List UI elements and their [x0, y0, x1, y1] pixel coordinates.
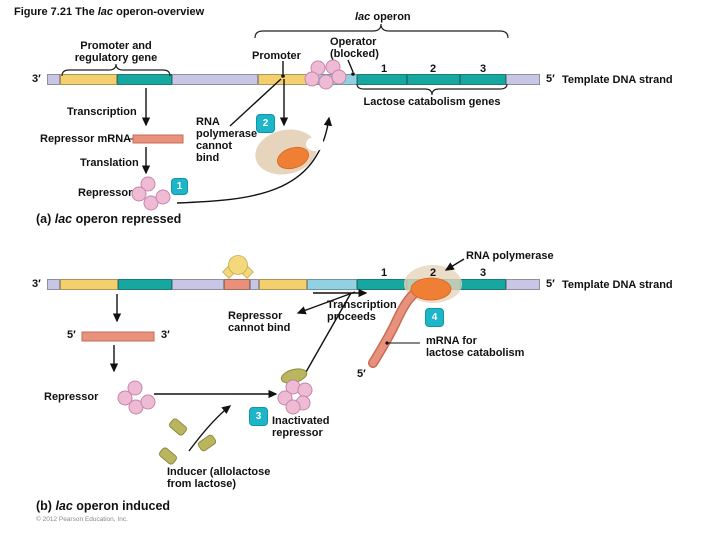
- promoter-dot-a: [281, 74, 285, 78]
- dna-segment-teal: [118, 279, 172, 290]
- rna-polymerase-b-core: [410, 277, 452, 301]
- figure-title: Figure 7.21 The lac operon-overview: [14, 6, 205, 18]
- activator-protein: [222, 255, 254, 279]
- brace-lactose-genes: [356, 83, 508, 96]
- mrna-dot-b: [385, 341, 389, 345]
- gene-3-label-b: 3: [479, 267, 487, 279]
- dna-segment-teal: [117, 74, 172, 85]
- dna-segment-yellow: [60, 279, 118, 290]
- dna-strand-b: [0, 279, 720, 290]
- rna-polymerase-a: [255, 129, 324, 175]
- dna-segment-teal: [407, 74, 460, 85]
- step-3-badge: 3: [249, 407, 268, 426]
- repressor-cannot-bind-arrow: [296, 291, 356, 315]
- repressor-mrna-label: Repressor mRNA: [40, 133, 132, 145]
- dna-segment-teal: [357, 74, 407, 85]
- gene-1-label-b: 1: [380, 267, 388, 279]
- strand-a-5prime: 5′: [546, 73, 555, 85]
- inducer-label: Inducer (allolactose from lactose): [167, 466, 271, 490]
- lac-operon-label: lac operon: [355, 11, 411, 23]
- dna-segment-lavender: [506, 279, 540, 290]
- inducer-molecules: [159, 418, 217, 465]
- pol-cannot-bind-label: RNA polymerase cannot bind: [196, 116, 258, 164]
- transcription-proceeds-label: Transcription proceeds: [327, 299, 397, 323]
- strand-a-3prime: 3′: [32, 73, 41, 85]
- template-strand-label-b: Template DNA strand: [562, 279, 673, 291]
- operator-dot-a: [351, 72, 355, 76]
- promoter-regulatory-label: Promoter and regulatory gene: [74, 40, 158, 64]
- inactivated-repressor-label: Inactivated repressor: [272, 415, 330, 439]
- repressor-protein-b: [117, 380, 156, 415]
- pol-cannot-bind-line: [229, 78, 282, 127]
- dna-segment-lavender: [47, 279, 60, 290]
- promoter-label: Promoter: [252, 50, 301, 62]
- mrna-for-lactose-label: mRNA for lactose catabolism: [426, 335, 525, 359]
- brace-promoter-regulatory: [61, 63, 171, 77]
- dna-segment-salmon: [224, 279, 250, 290]
- gene-1-label-a: 1: [380, 63, 388, 75]
- repressor-protein-a: [131, 176, 171, 211]
- dna-segment-lavender: [172, 279, 224, 290]
- strand-b-5prime: 5′: [546, 278, 555, 290]
- dna-segment-lightblue: [307, 279, 357, 290]
- rna-polymerase-label: RNA polymerase: [466, 250, 554, 262]
- gene-3-label-a: 3: [479, 63, 487, 75]
- repressor-on-operator: [304, 59, 347, 90]
- step-2-badge: 2: [256, 114, 275, 133]
- strand-b-3prime: 3′: [32, 278, 41, 290]
- inactivated-repressor: [277, 368, 313, 415]
- translation-label: Translation: [80, 157, 139, 169]
- repressor-mrna-bar: [132, 134, 184, 144]
- repressor-label-b: Repressor: [44, 391, 99, 403]
- dna-segment-lavender: [506, 74, 540, 85]
- inactivated-repressor-line: [305, 292, 352, 373]
- inducer-binding-arrow: [188, 405, 232, 452]
- mrna-bar-3prime: 3′: [161, 329, 170, 341]
- lactose-genes-label: Lactose catabolism genes: [363, 96, 501, 108]
- brace-lac-operon: [254, 23, 509, 39]
- operator-label: Operator (blocked): [330, 36, 379, 60]
- dna-segment-lavender: [250, 279, 259, 290]
- operator-pointer-line: [347, 59, 354, 73]
- step-1-badge: 1: [171, 178, 188, 195]
- panel-a-caption: (a) lac operon repressed: [36, 212, 182, 226]
- gene-2-label-a: 2: [429, 63, 437, 75]
- dna-segment-yellow: [60, 74, 117, 85]
- repressor-mrna-bar-b: [81, 331, 155, 342]
- template-strand-label-a: Template DNA strand: [562, 74, 673, 86]
- copyright-notice: © 2012 Pearson Education, Inc.: [36, 516, 128, 523]
- mrna-bar-5prime: 5′: [67, 329, 76, 341]
- repressor-label-a: Repressor: [78, 187, 133, 199]
- step-4-badge: 4: [425, 308, 444, 327]
- dna-segment-lavender: [47, 74, 60, 85]
- dna-segment-lavender: [172, 74, 258, 85]
- repressor-cannot-bind-label: Repressor cannot bind: [228, 310, 291, 334]
- rna-polymerase-pointer: [444, 258, 465, 271]
- mrna-5prime: 5′: [357, 368, 366, 380]
- dna-segment-yellow: [259, 279, 307, 290]
- panel-b-caption: (b) lac operon induced: [36, 499, 171, 513]
- gene-2-label-b: 2: [429, 267, 437, 279]
- transcription-label: Transcription: [67, 106, 137, 118]
- dna-segment-teal: [460, 74, 506, 85]
